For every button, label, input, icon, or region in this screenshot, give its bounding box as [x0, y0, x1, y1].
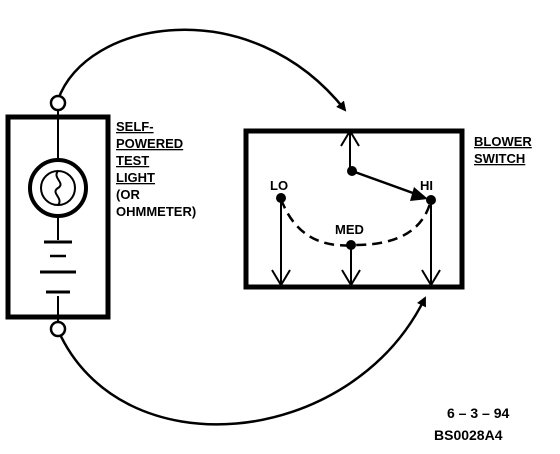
- lower-test-lead: [56, 296, 427, 426]
- bulb-filament-icon: [54, 170, 62, 206]
- test-light-label-line-4: LIGHT: [116, 170, 155, 185]
- lo-label: LO: [270, 178, 288, 193]
- blower-switch-label-line-2: SWITCH: [474, 151, 525, 166]
- test-light: [5, 94, 111, 338]
- test-light-label-line-3: TEST: [116, 153, 149, 168]
- upper-test-lead: [56, 28, 347, 112]
- med-label: MED: [335, 222, 364, 237]
- switch-blade-arrow-icon: [410, 187, 428, 201]
- selector-travel-arc: [279, 198, 433, 247]
- figure-date: 6 – 3 – 94: [447, 405, 509, 421]
- figure-id: BS0028A4: [434, 427, 503, 443]
- upper-probe-terminal: [49, 94, 67, 112]
- switch-blade: [351, 169, 425, 199]
- blower-switch-label-line-1: BLOWER: [474, 134, 532, 149]
- lo-terminal-arrow-icon: [271, 269, 291, 287]
- blower-switch: LO MED HI: [243, 128, 465, 290]
- blower-switch-label: BLOWER SWITCH: [474, 134, 532, 166]
- test-light-label-line-1: SELF-: [116, 119, 154, 134]
- blower-switch-housing: [243, 128, 465, 290]
- hi-label: HI: [420, 178, 433, 193]
- test-light-label: SELF- POWERED TEST LIGHT (OR OHMMETER): [116, 119, 196, 219]
- test-light-label-line-6: OHMMETER): [116, 204, 196, 219]
- test-light-label-line-2: POWERED: [116, 136, 183, 151]
- med-terminal-arrow-icon: [341, 269, 361, 287]
- test-light-label-line-5: (OR: [116, 187, 140, 202]
- common-terminal-arrow-icon: [340, 129, 360, 147]
- hi-terminal-arrow-icon: [421, 269, 441, 287]
- lower-probe-terminal: [49, 320, 67, 338]
